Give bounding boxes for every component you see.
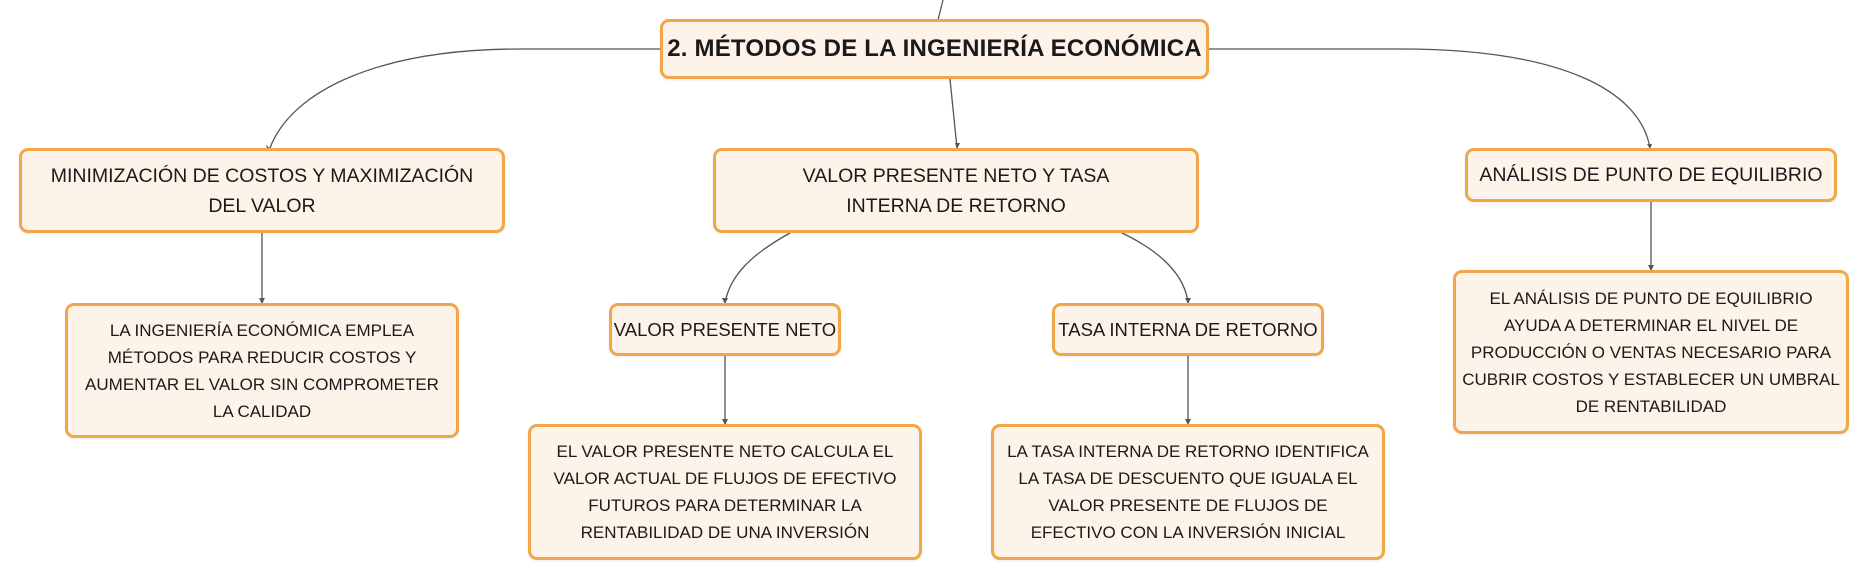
arrowhead-costs-detail xyxy=(259,298,265,304)
arrowhead-equilibrio-detail xyxy=(1648,265,1654,271)
detail-vpn-node[interactable]: EL VALOR PRESENTE NETO CALCULA EL VALOR … xyxy=(528,424,922,560)
arrowhead-tir xyxy=(1185,298,1191,304)
root-label: 2. MÉTODOS DE LA INGENIERÍA ECONÓMICA xyxy=(667,35,1202,62)
connector-root-to-vpn-tir xyxy=(949,78,958,149)
detail-tir-node[interactable]: LA TASA INTERNA DE RETORNO IDENTIFICA LA… xyxy=(991,424,1385,560)
detail-costos-text: LA INGENIERÍA ECONÓMICA EMPLEA MÉTODOS P… xyxy=(85,320,439,421)
detail-equilibrio-node[interactable]: EL ANÁLISIS DE PUNTO DE EQUILIBRIO AYUDA… xyxy=(1453,270,1849,434)
detail-equilibrio-text: EL ANÁLISIS DE PUNTO DE EQUILIBRIO AYUDA… xyxy=(1462,288,1840,416)
detail-costos-node[interactable]: LA INGENIERÍA ECONÓMICA EMPLEA MÉTODOS P… xyxy=(65,303,459,438)
detail-vpn-text: EL VALOR PRESENTE NETO CALCULA EL VALOR … xyxy=(553,442,897,542)
arrowhead-vpn-tir xyxy=(955,143,960,149)
connector-vpn-tir-to-vpn xyxy=(724,232,791,304)
connector-root-to-equilibrio xyxy=(1208,48,1651,149)
connector-root-to-costs xyxy=(269,48,662,149)
branch-vpn-tir-node[interactable]: VALOR PRESENTE NETO Y TASA INTERNA DE RE… xyxy=(713,148,1199,233)
branch-equilibrio-label: ANÁLISIS DE PUNTO DE EQUILIBRIO xyxy=(1479,164,1823,186)
arrowhead-tir-detail xyxy=(1185,419,1191,425)
connector-from-parent xyxy=(937,0,944,21)
detail-tir-text: LA TASA INTERNA DE RETORNO IDENTIFICA LA… xyxy=(1007,442,1369,542)
vpn-node[interactable]: VALOR PRESENTE NETO xyxy=(609,303,841,356)
arrowhead-vpn-detail xyxy=(722,419,728,425)
vpn-label: VALOR PRESENTE NETO xyxy=(613,318,837,340)
branch-costos-node[interactable]: MINIMIZACIÓN DE COSTOS Y MAXIMIZACIÓN DE… xyxy=(19,148,505,233)
connector-vpn-tir-to-tir xyxy=(1121,232,1189,304)
arrowhead-equilibrio xyxy=(1647,144,1652,149)
branch-vpn-tir-label: VALOR PRESENTE NETO Y TASA INTERNA DE RE… xyxy=(802,164,1110,217)
tir-label: TASA INTERNA DE RETORNO xyxy=(1058,318,1318,340)
tir-node[interactable]: TASA INTERNA DE RETORNO xyxy=(1052,303,1324,356)
branch-costos-label: MINIMIZACIÓN DE COSTOS Y MAXIMIZACIÓN DE… xyxy=(50,164,474,217)
arrowhead-vpn xyxy=(722,298,728,304)
branch-equilibrio-node[interactable]: ANÁLISIS DE PUNTO DE EQUILIBRIO xyxy=(1465,148,1837,202)
root-node[interactable]: 2. MÉTODOS DE LA INGENIERÍA ECONÓMICA xyxy=(660,19,1209,79)
